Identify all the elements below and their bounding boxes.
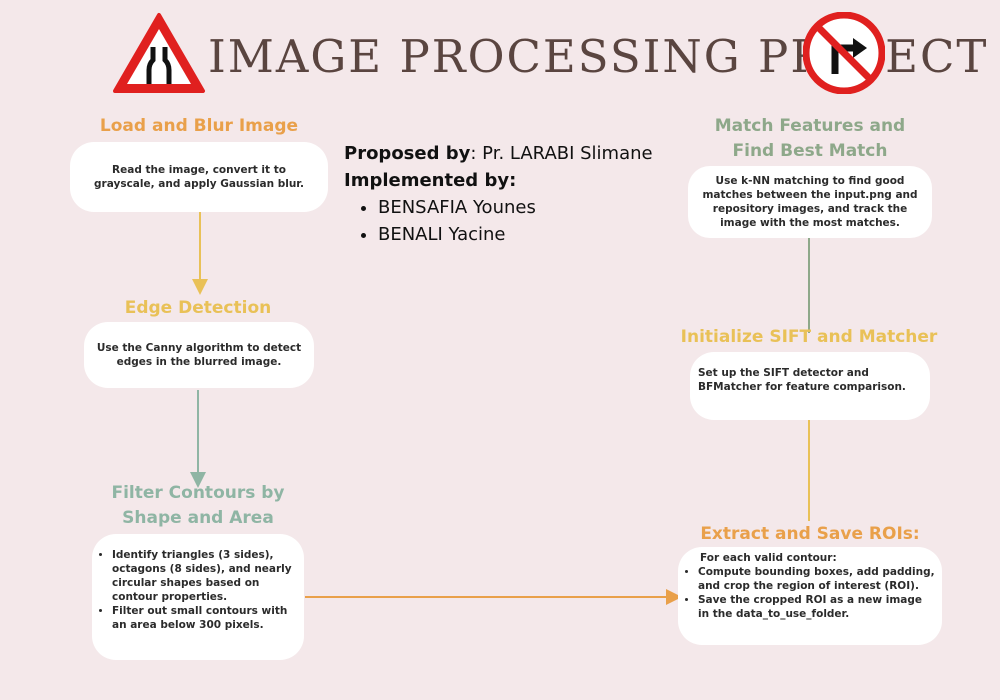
- list-item: Compute bounding boxes, add padding, and…: [698, 565, 936, 593]
- stage-title-filter-contours: Filter Contours by Shape and Area: [111, 483, 285, 528]
- proposed-by-value: : Pr. LARABI Slimane: [470, 143, 653, 164]
- stage-box-match-features: Use k-NN matching to find good matches b…: [688, 166, 932, 238]
- proposed-by-label: Proposed by: [344, 143, 471, 164]
- implementer-item: BENALI Yacine: [378, 221, 674, 248]
- stage-text-sift-matcher: Set up the SIFT detector and BFMatcher f…: [698, 367, 906, 393]
- stage-title-load-blur: Load and Blur Image: [99, 116, 299, 136]
- stage-box-sift-matcher: Set up the SIFT detector and BFMatcher f…: [690, 352, 930, 420]
- no-right-turn-sign-icon: [803, 12, 885, 94]
- stage-text-edge-detection: Use the Canny algorithm to detect edges …: [96, 342, 302, 368]
- stage-box-filter-contours: Identify triangles (3 sides), octagons (…: [92, 534, 304, 660]
- filter-contours-list: Identify triangles (3 sides), octagons (…: [96, 548, 294, 632]
- implementers-list: BENSAFIA Younes BENALI Yacine: [344, 194, 674, 248]
- extract-rois-list: Compute bounding boxes, add padding, and…: [682, 565, 936, 621]
- credits: Proposed by: Pr. LARABI Slimane Implemen…: [344, 140, 674, 248]
- proposed-by-line: Proposed by: Pr. LARABI Slimane: [344, 140, 674, 167]
- stage-title-edge-detection: Edge Detection: [124, 298, 272, 318]
- implemented-by-label: Implemented by:: [344, 170, 517, 191]
- list-item: Filter out small contours with an area b…: [112, 604, 294, 632]
- stage-text-match-features: Use k-NN matching to find good matches b…: [702, 175, 918, 229]
- narrowing-road-warning-sign-icon: [113, 13, 205, 93]
- stage-box-extract-rois: For each valid contour: Compute bounding…: [678, 547, 942, 645]
- extract-rois-intro: For each valid contour:: [700, 552, 837, 564]
- stage-box-load-blur: Read the image, convert it to grayscale,…: [70, 142, 328, 212]
- list-item: Identify triangles (3 sides), octagons (…: [112, 548, 294, 604]
- stage-title-match-features: Match Features and Find Best Match: [714, 116, 906, 161]
- list-item: Save the cropped ROI as a new image in t…: [698, 593, 936, 621]
- stage-title-sift-matcher: Initialize SIFT and Matcher: [680, 327, 938, 347]
- stage-title-extract-rois: Extract and Save ROIs:: [700, 524, 920, 544]
- implementer-item: BENSAFIA Younes: [378, 194, 674, 221]
- stage-text-load-blur: Read the image, convert it to grayscale,…: [94, 164, 304, 190]
- stage-box-edge-detection: Use the Canny algorithm to detect edges …: [84, 322, 314, 388]
